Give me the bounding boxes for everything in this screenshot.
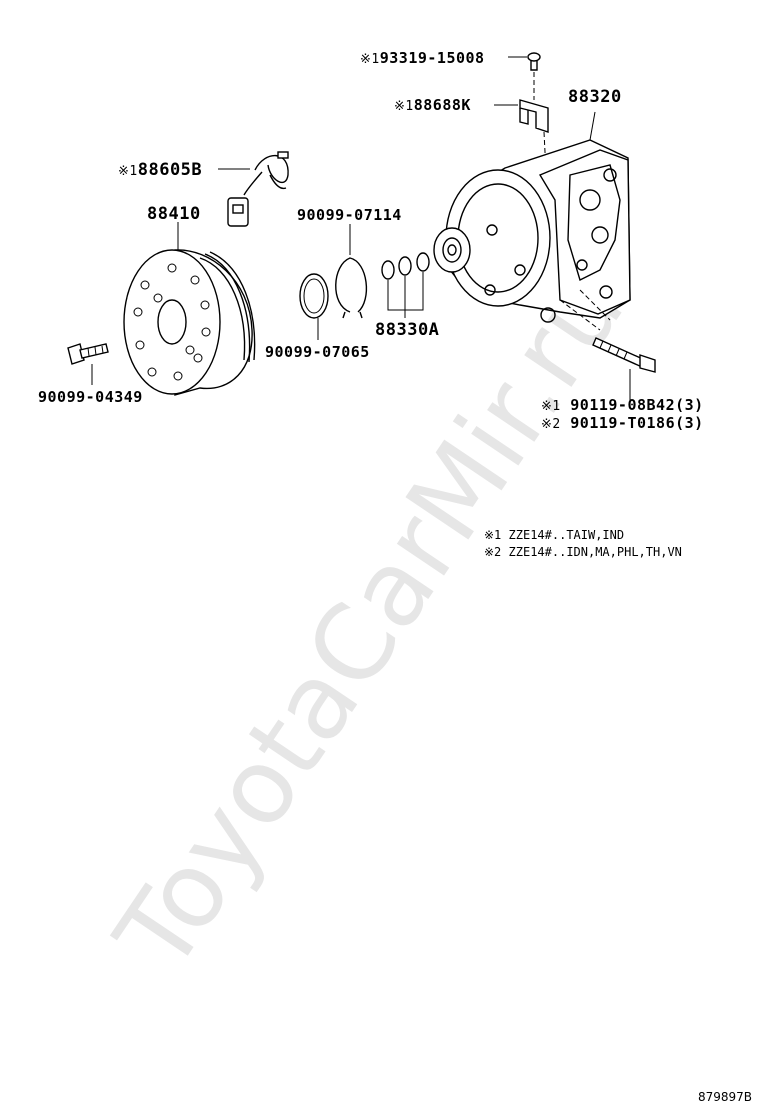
label-90099-07114[interactable]: 90099-07114 [297,206,402,224]
note-mark: ※1 [360,52,380,67]
note-mark: ※2 [484,545,502,559]
note-mark: ※2 [541,417,561,432]
diagram-id: 879897B [698,1090,753,1104]
label-88688k[interactable]: ※188688K [394,96,471,114]
pulley-icon [123,222,256,396]
pulley-bolt-icon [67,343,109,385]
note-text: ZZE14#..TAIW,IND [508,528,625,542]
label-88410[interactable]: 88410 [147,204,201,224]
note-text: ZZE14#..IDN,MA,PHL,TH,VN [508,545,682,559]
note-1: ※1 ZZE14#..TAIW,IND [484,528,624,542]
snap-ring-icon [335,224,368,319]
note-mark: ※1 [394,99,414,114]
bolt-icon [592,337,656,400]
part-code: 93319-15008 [379,49,485,67]
label-88605b[interactable]: ※188605B [118,160,202,180]
note-mark: ※1 [541,399,561,414]
part-code: 90119-08B42(3) [570,396,704,414]
part-code: 90119-T0186(3) [570,414,704,432]
note-mark: ※1 [118,164,138,179]
label-90099-04349[interactable]: 90099-04349 [38,388,143,406]
part-code: 88688K [413,96,471,114]
label-88330a[interactable]: 88330A [375,320,440,340]
screw-icon [508,52,541,100]
label-93319-15008[interactable]: ※193319-15008 [360,49,485,67]
label-88320[interactable]: 88320 [568,87,622,107]
compressor-icon [433,111,631,331]
label-90099-07065[interactable]: 90099-07065 [265,343,370,361]
shim-icon [299,273,329,340]
wire-harness-icon [218,151,289,227]
note-2: ※2 ZZE14#..IDN,MA,PHL,TH,VN [484,545,682,559]
washers-icon [381,252,430,318]
part-code: 88605B [137,160,203,180]
note-mark: ※1 [484,528,502,542]
label-90119-08b42[interactable]: ※1 90119-08B42(3) [541,396,704,414]
label-90119-t0186[interactable]: ※2 90119-T0186(3) [541,414,704,432]
